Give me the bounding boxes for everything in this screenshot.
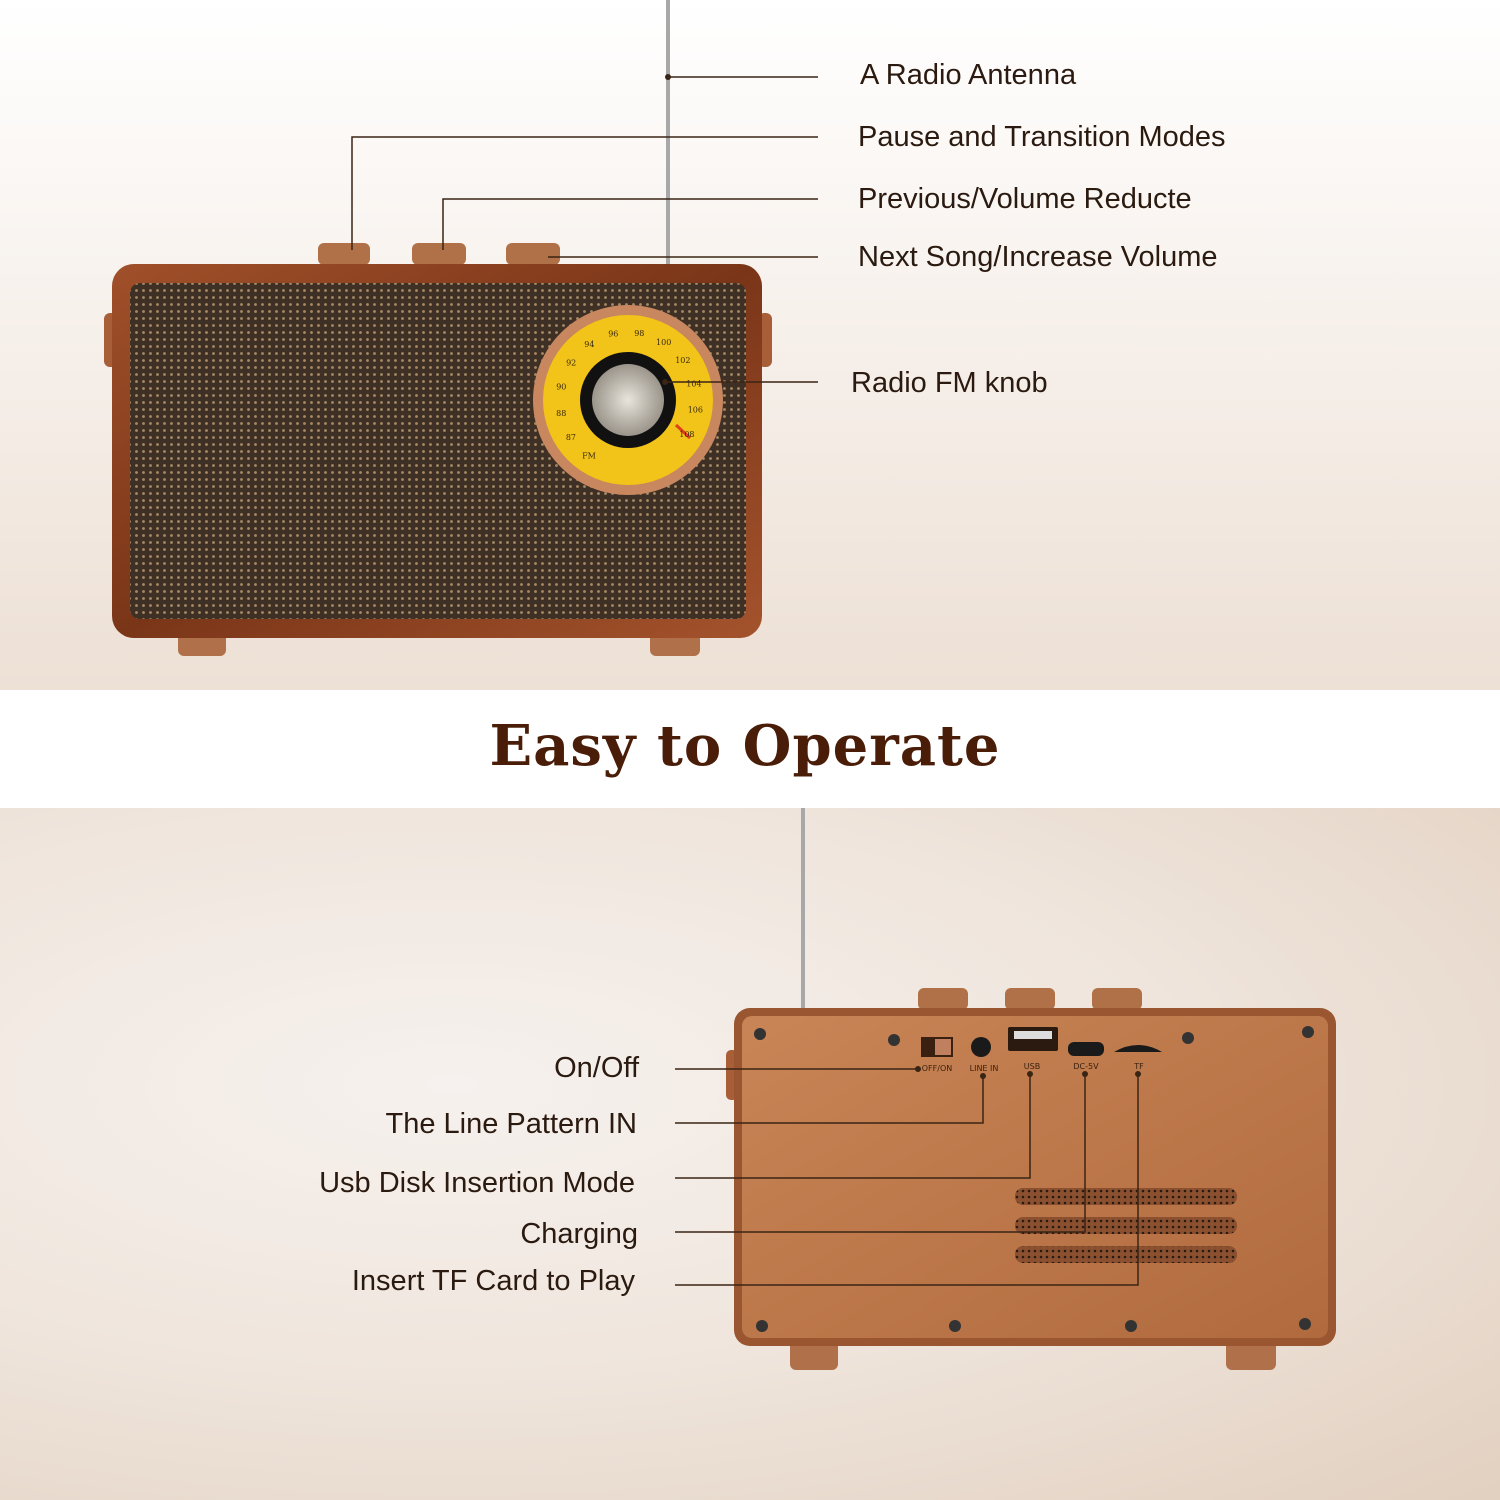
line-in-jack	[971, 1037, 991, 1057]
dial-mark: 102	[675, 356, 690, 365]
dial-mark: 94	[584, 340, 594, 349]
callout-lines	[351, 76, 818, 383]
usb-c-port	[1068, 1042, 1104, 1056]
dial-mark: 106	[688, 405, 703, 414]
dial-mark: 90	[556, 383, 566, 392]
front-view-panel: FM 87 88 90 92 94 96 98 100 102 104 106 108 A Radio …	[0, 0, 1500, 690]
screws	[754, 1026, 1314, 1332]
front-radio-illustration: FM 87 88 90 92 94 96 98 100 102 104 106 108	[104, 0, 818, 656]
port-label-switch: OFF/ON	[922, 1064, 952, 1073]
title-band	[0, 690, 1500, 808]
label-next-volume-up: Next Song/Increase Volume	[858, 241, 1218, 273]
label-fm-knob: Radio FM knob	[851, 367, 1048, 399]
label-previous-volume-down: Previous/Volume Reducte	[858, 183, 1192, 215]
label-tf-card: Insert TF Card to Play	[351, 1265, 635, 1297]
port-label-dc: DC-5V	[1073, 1062, 1099, 1071]
label-pause-mode: Pause and Transition Modes	[858, 121, 1226, 153]
dial-mark: 104	[686, 379, 701, 388]
tf-slot	[1114, 1045, 1162, 1052]
dial-mark: 108	[679, 430, 694, 439]
dial-mark: 98	[634, 329, 644, 338]
label-charging: Charging	[520, 1218, 638, 1250]
tuning-knob	[592, 364, 664, 436]
label-on-off: On/Off	[554, 1052, 639, 1084]
fm-dial: FM 87 88 90 92 94 96 98 100 102 104 106 108	[533, 305, 723, 495]
callout-lines	[675, 1068, 1139, 1286]
dial-mark: 96	[608, 330, 618, 339]
port-label-tf: TF	[1133, 1062, 1144, 1071]
port-label-usb: USB	[1024, 1062, 1040, 1071]
label-line-in: The Line Pattern IN	[385, 1108, 637, 1140]
port-label-line-in: LINE IN	[970, 1064, 999, 1073]
vents	[1015, 1188, 1237, 1263]
label-antenna: A Radio Antenna	[860, 59, 1077, 91]
top-buttons	[318, 243, 560, 265]
label-usb: Usb Disk Insertion Mode	[319, 1167, 635, 1199]
dial-mark: 87	[566, 433, 576, 442]
dial-mark: 100	[656, 338, 671, 347]
back-radio-illustration: OFF/ON LINE IN USB DC-5V TF	[675, 808, 1336, 1370]
dial-mark: 88	[556, 409, 566, 418]
dial-mark: FM	[582, 452, 596, 461]
back-view-panel: OFF/ON LINE IN USB DC-5V TF On/Off The L…	[0, 808, 1500, 1500]
dial-mark: 92	[566, 359, 576, 368]
page-title: Easy to Operate	[489, 713, 1001, 779]
